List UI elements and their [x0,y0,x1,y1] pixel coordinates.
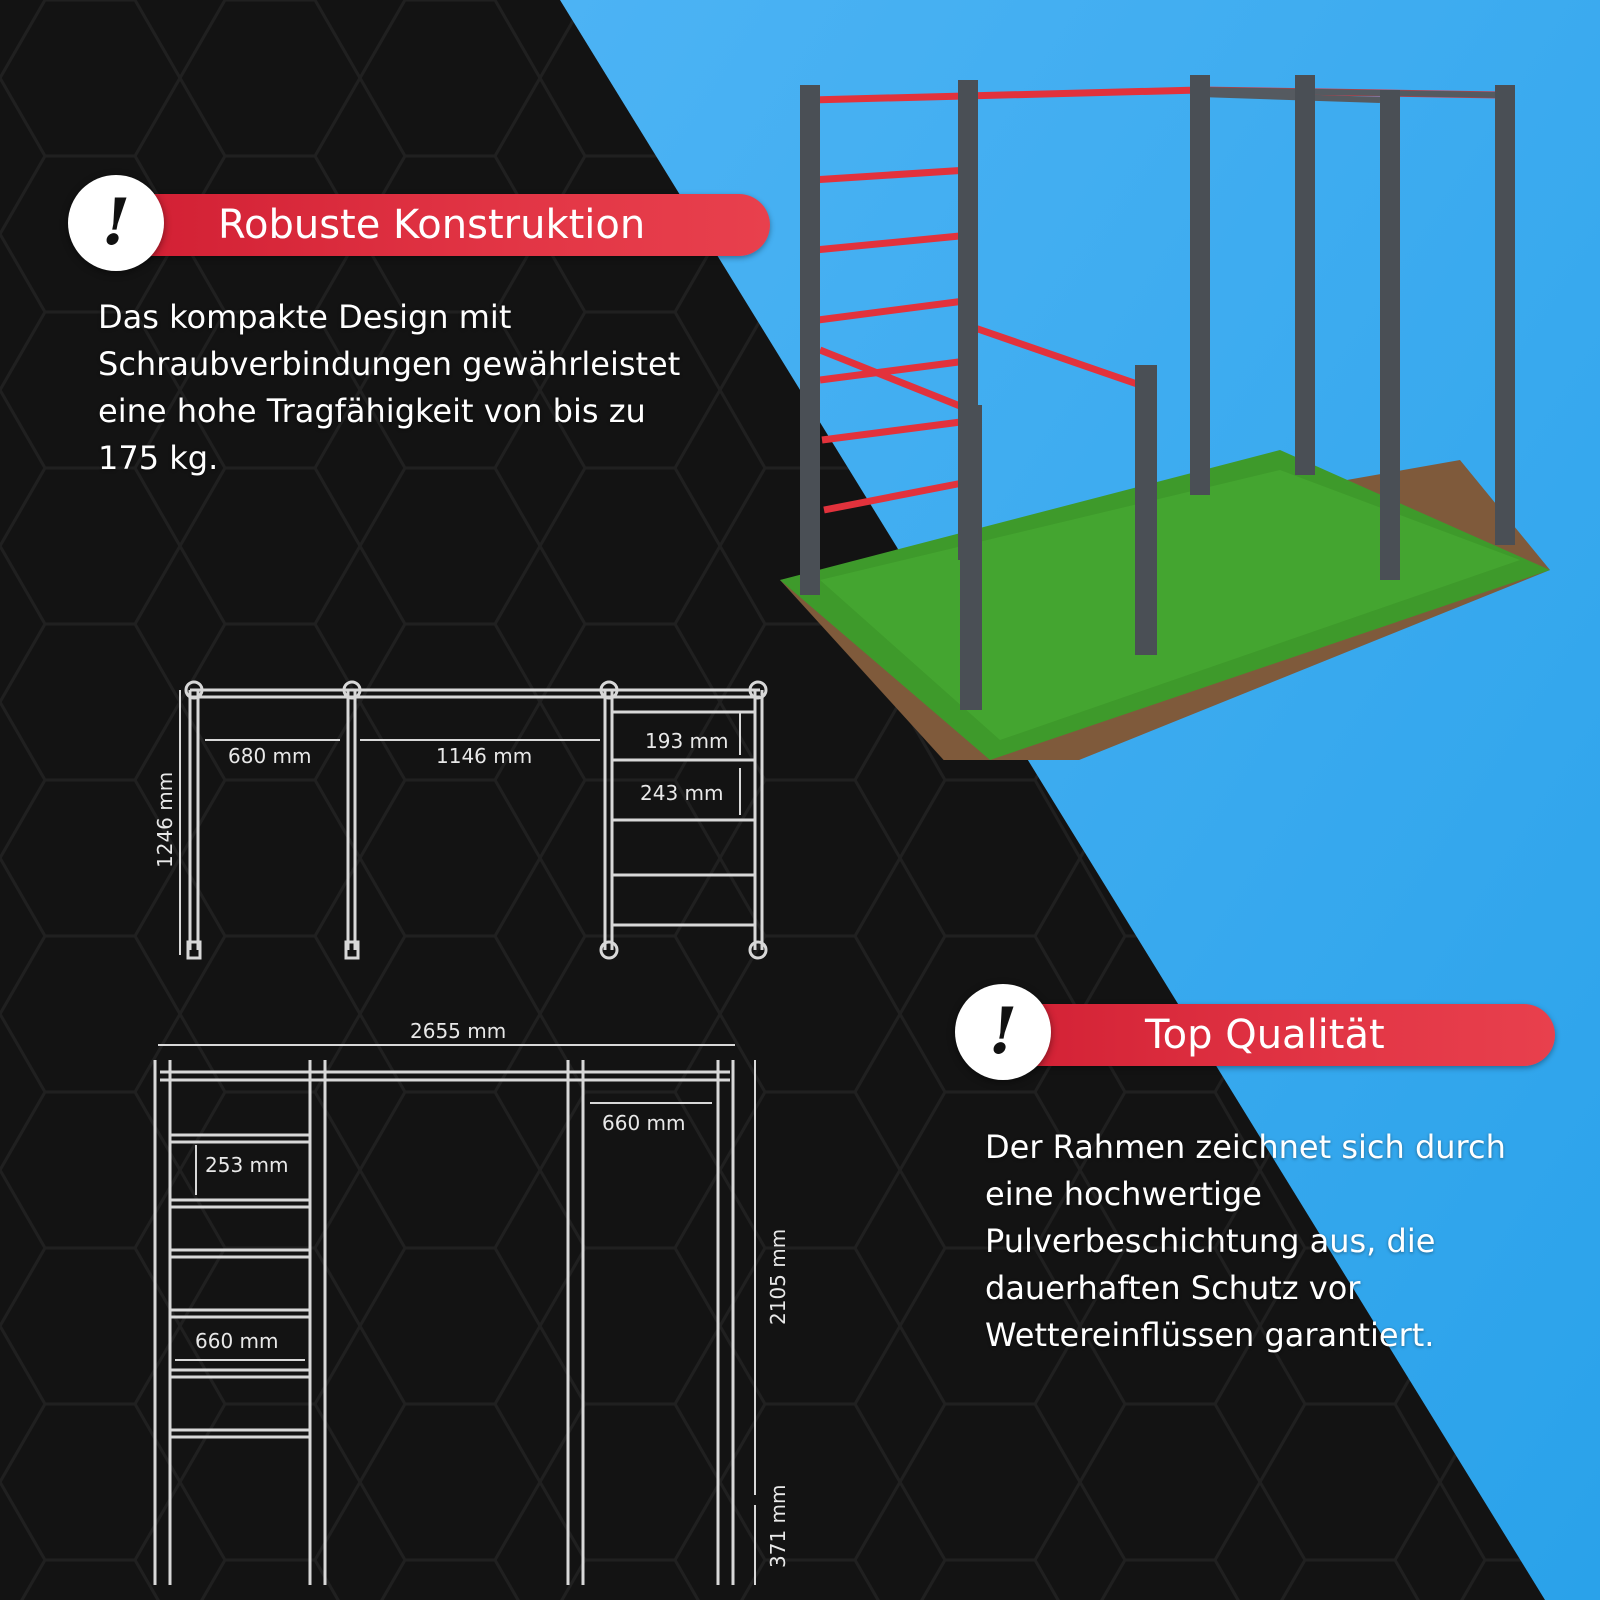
description-line: Der Rahmen zeichnet sich durch [985,1128,1506,1166]
feature-description: Das kompakte Design mit Schraubverbindun… [98,294,680,482]
feature-title: Top Qualität [1145,1012,1385,1058]
technical-drawing: 680 mm 1146 mm 193 mm 243 mm 1246 mm [153,680,790,1585]
dim-1146-label: 1146 mm [436,744,532,768]
description-line: 175 kg. [98,439,219,477]
description-line: Pulverbeschichtung aus, die [985,1222,1436,1260]
dim-680-label: 680 mm [228,744,312,768]
dim-243-label: 243 mm [640,781,724,805]
dim-2105-label: 2105 mm [766,1229,790,1325]
description-line: Wettereinflüssen garantiert. [985,1316,1435,1354]
calisthenics-station-illustration [780,75,1550,760]
feature-title-badge: Top Qualität [985,1004,1555,1066]
description-line: eine hohe Tragfähigkeit von bis zu [98,392,646,430]
dim-660-top-label: 660 mm [602,1111,686,1135]
feature-title: Robuste Konstruktion [218,202,646,248]
dim-193-label: 193 mm [645,729,729,753]
front-view [153,1060,735,1585]
dim-660-bottom-label: 660 mm [195,1329,279,1353]
exclamation-icon: ! [68,175,164,271]
exclamation-icon: ! [955,984,1051,1080]
feature-description: Der Rahmen zeichnet sich durch eine hoch… [985,1124,1506,1359]
dim-371-label: 371 mm [766,1485,790,1569]
description-line: eine hochwertige [985,1175,1262,1213]
feature-title-badge: Robuste Konstruktion [118,194,770,256]
dim-2655-label: 2655 mm [410,1019,506,1043]
description-line: dauerhaften Schutz vor [985,1269,1361,1307]
top-view [184,680,768,960]
description-line: Schraubverbindungen gewährleistet [98,345,681,383]
description-line: Das kompakte Design mit [98,298,512,336]
dim-253-label: 253 mm [205,1153,289,1177]
dim-1246-label: 1246 mm [153,772,177,868]
